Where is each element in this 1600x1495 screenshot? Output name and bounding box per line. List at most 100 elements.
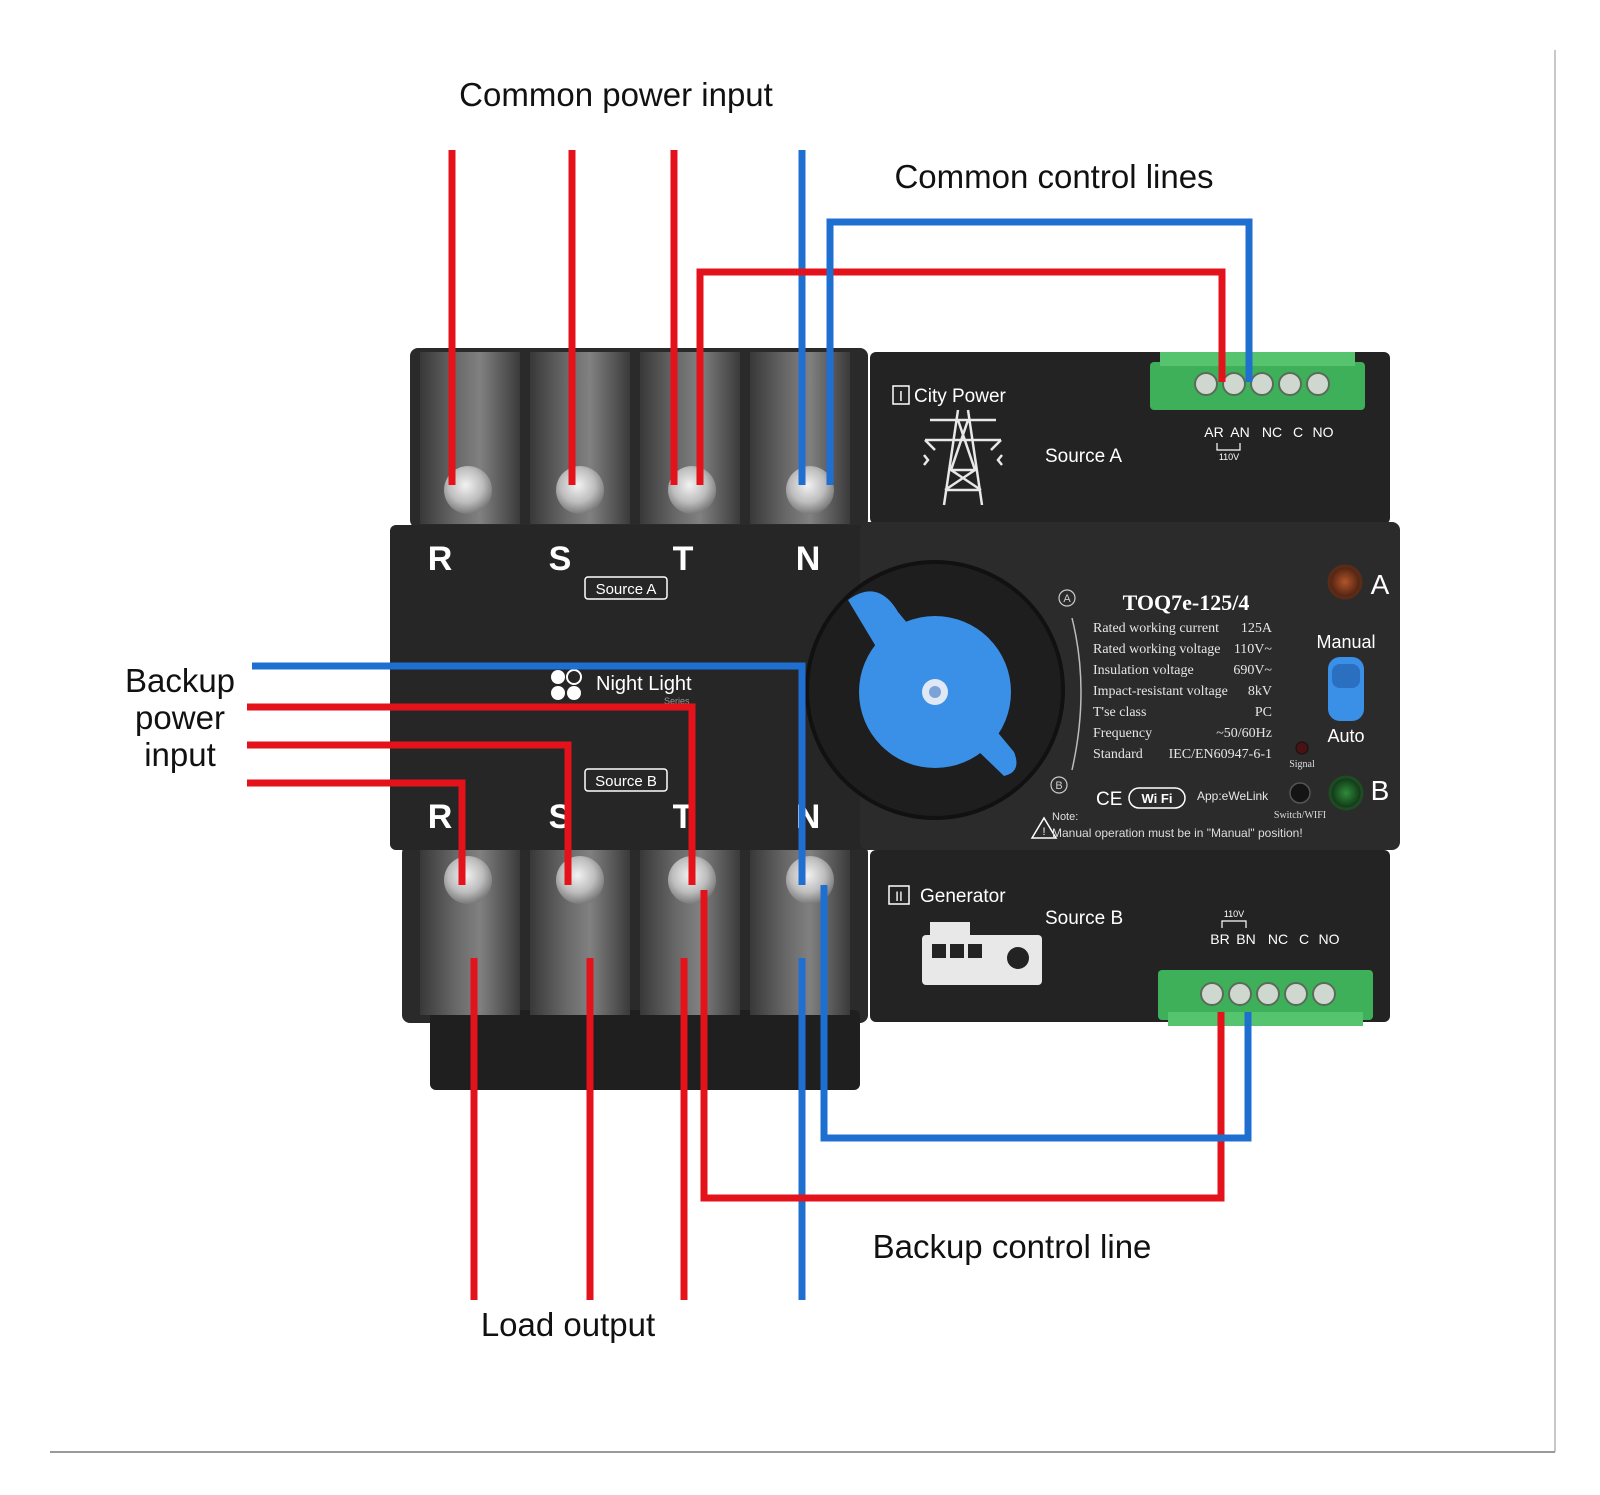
svg-text:I: I	[899, 388, 903, 405]
label-load-output: Load output	[481, 1306, 655, 1343]
spec-label: Impact-resistant voltage	[1093, 684, 1228, 699]
model-number: TOQ7e-125/4	[1123, 590, 1250, 615]
wire-backup-t	[247, 703, 696, 885]
svg-text:II: II	[895, 888, 903, 904]
spec-value: 8kV	[1248, 684, 1272, 699]
note-text: Manual operation must be in "Manual" pos…	[1052, 826, 1303, 840]
top-terminal-labels: AR AN NC C NO 110V	[1204, 424, 1333, 462]
source-a-label: Source A	[1045, 446, 1122, 467]
ce-mark: CE	[1096, 789, 1122, 810]
wires	[247, 150, 1253, 1300]
svg-text:BN: BN	[1236, 931, 1255, 947]
brand-logo: Night Light Series	[551, 669, 692, 706]
spec-label: Rated working current	[1093, 621, 1219, 636]
bottom-terminal-labels: 110V BR BN NC C NO	[1210, 909, 1339, 947]
svg-text:A: A	[1063, 593, 1071, 605]
rotary-selector[interactable]	[805, 560, 1065, 820]
source-b-tag: Source B	[584, 768, 668, 792]
svg-text:BR: BR	[1210, 931, 1229, 947]
spec-value: 110V~	[1234, 642, 1273, 657]
top-phase-labels: R S T N	[428, 540, 821, 578]
bottom-terminal-strip	[1158, 970, 1373, 1026]
position-b-mark: B	[1050, 776, 1068, 794]
callout-labels: Common power input Common control lines …	[125, 76, 1214, 1343]
svg-text:!: !	[1042, 826, 1045, 838]
phase-label-top-n: N	[796, 540, 821, 578]
manual-auto-toggle[interactable]	[1328, 657, 1364, 721]
generator-icon	[922, 922, 1042, 985]
svg-text:NO: NO	[1313, 424, 1334, 440]
top-terminal-strip	[1150, 352, 1365, 410]
spec-value: ~50/60Hz	[1216, 726, 1272, 741]
warning-icon: !	[1030, 816, 1058, 839]
phase-label-bottom-r: R	[428, 798, 453, 836]
switch-wifi-label: Switch/WIFI	[1274, 810, 1326, 821]
indicator-led-b	[1328, 775, 1364, 811]
spec-label: Rated working voltage	[1093, 642, 1221, 657]
phase-panel	[390, 525, 870, 850]
svg-text:AR: AR	[1204, 424, 1223, 440]
svg-text:C: C	[1293, 424, 1303, 440]
spec-value: PC	[1255, 705, 1272, 720]
svg-text:Source A: Source A	[596, 581, 657, 598]
power-tower-icon	[923, 409, 1003, 506]
label-backup-power-input-2: power	[135, 699, 225, 736]
source-b-label: Source B	[1045, 908, 1123, 929]
phase-label-top-t: T	[673, 540, 694, 578]
label-common-power-input: Common power input	[459, 76, 773, 113]
wire-control-b-live	[700, 890, 1225, 1202]
app-label: App:eWeLink	[1197, 789, 1269, 803]
top-terminal-voltage: 110V	[1219, 452, 1239, 462]
phase-label-bottom-t: T	[673, 798, 694, 836]
label-backup-power-input-3: input	[144, 736, 216, 773]
svg-text:Generator: Generator	[920, 886, 1006, 907]
svg-text:NC: NC	[1262, 424, 1282, 440]
svg-text:NO: NO	[1319, 931, 1340, 947]
svg-text:Source B: Source B	[595, 773, 657, 790]
note-label: Note:	[1052, 811, 1078, 823]
wire-control-b-neutral	[820, 885, 1252, 1142]
source-a-tag: Source A	[584, 576, 668, 600]
svg-text:NC: NC	[1268, 931, 1288, 947]
svg-text:Wi Fi: Wi Fi	[1142, 791, 1173, 806]
phase-label-top-s: S	[549, 540, 572, 578]
svg-text:C: C	[1299, 931, 1309, 947]
city-power-label: I City Power	[892, 385, 1007, 407]
indicator-led-a	[1327, 564, 1363, 600]
top-screws	[444, 466, 834, 514]
spec-value: IEC/EN60947-6-1	[1169, 747, 1272, 762]
auto-label: Auto	[1327, 726, 1364, 746]
bottom-terminal-voltage: 110V	[1224, 909, 1244, 919]
spec-value: 690V~	[1233, 663, 1272, 678]
signal-led	[1295, 741, 1309, 755]
wire-backup-n	[252, 662, 806, 885]
svg-text:B: B	[1055, 780, 1062, 792]
wire-backup-s	[247, 741, 572, 885]
spec-label: Insulation voltage	[1093, 663, 1194, 678]
manual-label: Manual	[1316, 632, 1375, 652]
brand-name: Night Light	[596, 673, 692, 695]
spec-label: Standard	[1093, 747, 1143, 762]
spec-value: 125A	[1241, 621, 1273, 636]
svg-text:City Power: City Power	[914, 386, 1007, 407]
spec-list: Rated working current 125A Rated working…	[1093, 621, 1273, 762]
spec-label: Frequency	[1093, 726, 1152, 741]
wire-backup-r	[247, 779, 466, 885]
rotation-arrow	[1071, 617, 1082, 771]
wire-control-a-live	[696, 268, 1226, 485]
ats-device: R S T N Source A Night Light Series Sour…	[390, 348, 1400, 1090]
bottom-foot	[430, 1010, 860, 1090]
label-backup-control-line: Backup control line	[873, 1228, 1152, 1265]
position-a-mark: A	[1058, 589, 1076, 607]
generator-label: II Generator	[888, 885, 1006, 907]
phase-label-top-r: R	[428, 540, 453, 578]
switch-wifi-button[interactable]	[1289, 782, 1311, 804]
indicator-a-label: A	[1371, 569, 1390, 600]
label-backup-power-input-1: Backup	[125, 662, 235, 699]
wire-control-a-neutral	[826, 218, 1253, 485]
indicator-b-label: B	[1371, 775, 1390, 806]
svg-text:AN: AN	[1230, 424, 1249, 440]
spec-label: T'se class	[1093, 705, 1146, 720]
wifi-badge: Wi Fi	[1128, 787, 1186, 809]
